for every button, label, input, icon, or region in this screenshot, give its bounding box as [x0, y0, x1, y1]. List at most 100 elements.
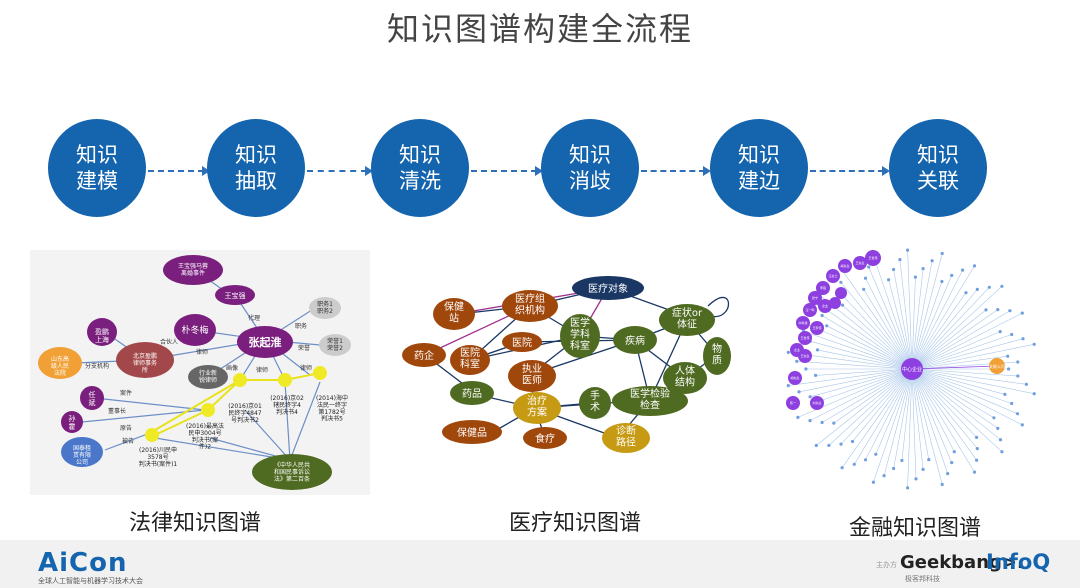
finance-leaf-node: [984, 308, 988, 312]
finance-edge: [826, 325, 913, 370]
legal-edge-label: 律师: [256, 366, 268, 374]
finance-leaf-node: [786, 384, 790, 388]
finance-leaf-node: [863, 276, 868, 280]
medical-node-text: 药企: [414, 349, 434, 362]
finance-edge: [815, 368, 913, 376]
finance-leaf-node: [906, 486, 910, 490]
finance-edge: [911, 312, 1023, 370]
finance-edge: [911, 253, 943, 370]
step-knowledge-association: 知识 关联: [889, 119, 987, 217]
finance-leaf-node: [882, 474, 886, 478]
finance-edge: [911, 368, 1018, 377]
finance-leaf-node: [1010, 332, 1014, 337]
legal-doc-label: (2016)最高法民申3004号判决书(案件)2: [186, 422, 224, 451]
finance-edge: [809, 368, 913, 421]
finance-node-label: 企业: [822, 303, 828, 308]
finance-edge: [911, 334, 1012, 370]
finance-leaf-node: [825, 324, 829, 328]
finance-edge: [803, 331, 913, 370]
finance-leaf-node: [952, 450, 956, 454]
medical-node-text: 医学学科科室: [570, 316, 590, 352]
finance-node-label: 汪女士: [828, 273, 837, 278]
finance-leaf-node: [946, 472, 950, 476]
legal-edge-label: 案件: [120, 389, 132, 397]
finance-node-label: 汪一鸣: [805, 307, 814, 312]
finance-edge: [841, 368, 913, 468]
finance-leaf-node: [927, 458, 931, 462]
finance-leaf-node: [863, 458, 868, 462]
finance-leaf-node: [840, 466, 844, 470]
finance-leaf-node: [1016, 374, 1020, 378]
finance-leaf-node: [1016, 360, 1020, 364]
finance-leaf-node: [874, 452, 878, 456]
finance-edge: [875, 368, 913, 455]
aicon-logo: AiCon: [38, 548, 128, 578]
medical-node-text: 医疗对象: [588, 282, 628, 295]
legal-node-text: 山东高级人民法院: [51, 355, 69, 377]
legal-edge-label: 职务: [295, 322, 307, 330]
finance-leaf-node: [808, 419, 812, 423]
legal-node-text: 孙霍: [69, 414, 76, 431]
finance-node-label: 李强: [820, 285, 826, 290]
finance-leaf-node: [1010, 401, 1014, 406]
finance-edge: [911, 281, 943, 370]
finance-edge: [911, 368, 978, 449]
finance-edge: [798, 368, 913, 393]
host-label: 主办方: [876, 561, 897, 569]
finance-edge: [911, 338, 1024, 370]
medical-node-text: 手术: [590, 389, 600, 414]
finance-leaf-node: [940, 279, 944, 284]
finance-leaf-node: [975, 447, 979, 451]
finance-edge: [899, 259, 913, 370]
legal-node-text: 任斌: [89, 390, 96, 407]
finance-edge: [911, 260, 933, 370]
finance-leaf-node: [996, 308, 1000, 312]
infoq-logo: InfoQ: [986, 550, 1051, 574]
legal-edge-label: 合伙人: [160, 338, 178, 346]
finance-edge: [796, 361, 913, 370]
finance-edge: [911, 355, 1008, 370]
finance-leaf-node: [867, 265, 871, 269]
legal-edge-label: 律师: [196, 348, 208, 356]
finance-edge: [911, 287, 990, 370]
finance-leaf-node: [950, 273, 954, 277]
legal-edge-label: 董事长: [108, 407, 126, 415]
finance-leaf-node: [998, 438, 1003, 442]
finance-edge: [873, 255, 913, 370]
finance-leaf-node: [820, 420, 824, 425]
finance-edge: [911, 368, 1001, 440]
step-knowledge-cleaning: 知识 清洗: [371, 119, 469, 217]
finance-edge: [911, 368, 1027, 385]
legal-node-text: 王宝强马蓉离婚事件: [178, 262, 208, 277]
finance-edge: [818, 304, 913, 370]
finance-edge: [911, 289, 978, 370]
medical-node-text: 物质: [712, 342, 722, 367]
caption-medical-graph: 医疗知识图谱: [508, 511, 641, 536]
finance-edge: [911, 368, 977, 461]
legal-node-text: 朴冬梅: [181, 324, 208, 336]
legal-edge-label: 荣誉: [298, 344, 310, 352]
finance-edge: [911, 368, 952, 463]
finance-edge: [865, 278, 913, 370]
medical-node-text: 药品: [462, 388, 482, 400]
finance-edge: [911, 368, 998, 429]
finance-leaf-node: [1003, 392, 1007, 396]
finance-edge: [911, 309, 987, 370]
finance-node-label: 刘先生: [812, 400, 821, 405]
process-flow: 知识 建模 知识 抽取 知识 清洗 知识 消歧 知识 建边 知识 关联: [0, 110, 1080, 220]
finance-leaf-node: [1008, 309, 1012, 313]
finance-edge: [873, 368, 913, 483]
finance-edge: [883, 368, 913, 476]
finance-edge: [810, 368, 913, 398]
caption-finance-graph: 金融知识图谱: [848, 516, 981, 541]
legal-node-text: 《中华人民共和国民事诉讼法》第二百条: [274, 461, 310, 483]
finance-edge: [911, 265, 975, 370]
medical-node-text: 诊断路径: [616, 424, 636, 449]
finance-center-label: 中心企业: [902, 366, 922, 373]
finance-edge: [911, 368, 1018, 414]
finance-leaf-node: [961, 268, 965, 272]
finance-edge: [911, 368, 924, 470]
